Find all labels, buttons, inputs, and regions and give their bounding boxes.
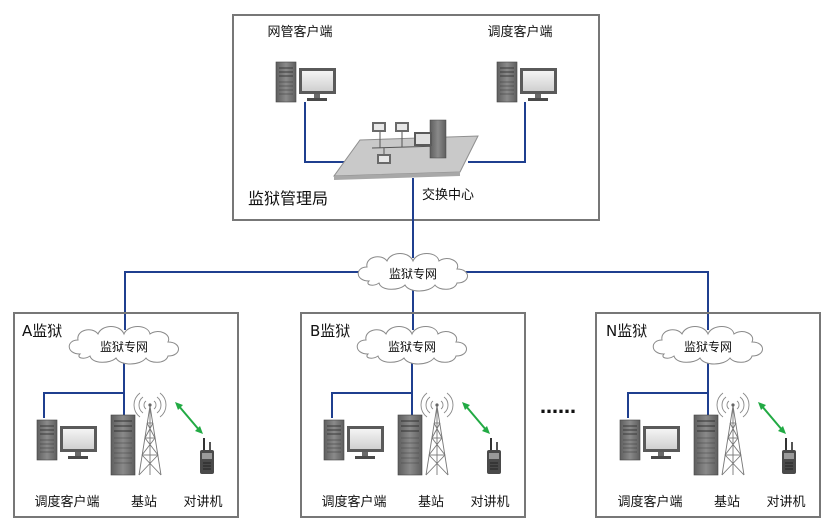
prison-n-title: N监狱 (606, 322, 647, 340)
prison-b-radio-label: 对讲机 (470, 495, 509, 510)
dispatch-client-pc-icon-top[interactable] (496, 61, 558, 103)
prison-a-frame (13, 312, 239, 518)
prison-a-cloud-label: 监狱专网 (100, 339, 148, 354)
prison-b-link-client (331, 345, 413, 418)
more-prisons-ellipsis: …… (540, 397, 576, 418)
link-dispatch-switch (468, 102, 526, 163)
prison-a-radio-link-icon (174, 401, 204, 435)
prison-n-link-client (627, 345, 709, 418)
prison-b-frame (300, 312, 526, 518)
prison-a-title: A监狱 (22, 322, 62, 340)
prison-n-client-label: 调度客户端 (617, 494, 682, 510)
link-netmgmt-switch (304, 102, 346, 163)
prison-b-radio-link-icon (461, 401, 491, 435)
dispatch-client-label-top: 调度客户端 (487, 24, 552, 40)
prison-n-radio-icon[interactable] (781, 437, 797, 475)
management-bureau-frame (232, 14, 600, 221)
link-backbone-prison-n (466, 271, 709, 330)
prison-b-radio-icon[interactable] (486, 437, 502, 475)
prison-b-group: B监狱 监狱专网 调度客户端 基站 对讲机 (300, 312, 526, 518)
prison-b-title: B监狱 (310, 322, 350, 340)
prison-b-base-station-icon[interactable] (397, 392, 454, 476)
prison-n-group: N监狱 监狱专网 调度客户端 基站 对讲机 (595, 312, 821, 518)
switch-center-label: 交换中心 (422, 187, 474, 203)
switch-center-icon[interactable] (332, 119, 479, 180)
backbone-cloud-label: 监狱专网 (389, 266, 437, 281)
prison-n-client-pc-icon[interactable] (619, 419, 681, 461)
prison-b-client-pc-icon[interactable] (323, 419, 385, 461)
prison-b-client-label: 调度客户端 (321, 494, 386, 510)
prison-b-cloud-label: 监狱专网 (388, 339, 436, 354)
prison-a-group: A监狱 监狱专网 调度客户端 基站 对讲机 (13, 312, 239, 518)
prison-a-radio-icon[interactable] (199, 437, 215, 475)
prison-n-base-station-icon[interactable] (693, 392, 750, 476)
prison-a-bs-label: 基站 (131, 495, 157, 510)
prison-a-client-pc-icon[interactable] (36, 419, 98, 461)
prison-n-bs-label: 基站 (714, 495, 740, 510)
netmgmt-client-label: 网管客户端 (267, 24, 332, 40)
prison-n-radio-link-icon (757, 401, 787, 435)
prison-a-base-station-icon[interactable] (110, 392, 167, 476)
link-backbone-prison-a (124, 271, 360, 330)
prison-a-client-label: 调度客户端 (34, 494, 99, 510)
prison-a-link-client (43, 345, 125, 418)
prison-b-bs-label: 基站 (418, 495, 444, 510)
prison-n-cloud-label: 监狱专网 (684, 339, 732, 354)
management-bureau-title: 监狱管理局 (248, 189, 328, 208)
prison-n-radio-label: 对讲机 (766, 495, 805, 510)
netmgmt-client-pc-icon[interactable] (275, 61, 337, 103)
prison-n-frame (595, 312, 821, 518)
prison-a-radio-label: 对讲机 (183, 495, 222, 510)
